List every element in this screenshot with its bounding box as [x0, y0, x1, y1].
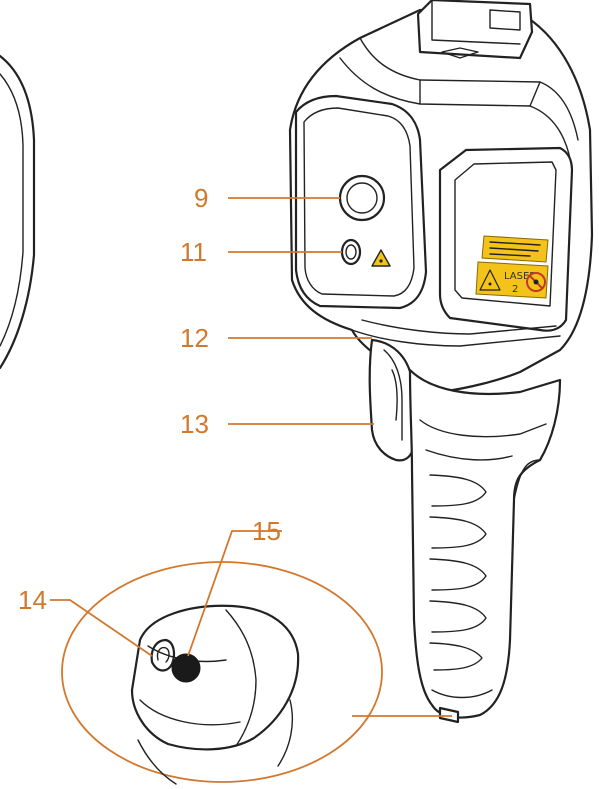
bottom-detail-inset: [61, 561, 452, 785]
callout-lines: [50, 197, 374, 657]
callout-line-15: [187, 530, 282, 657]
callout-label-15: 15: [252, 516, 281, 546]
lanyard-hole: [150, 638, 176, 672]
callout-label-13: 13: [180, 409, 209, 439]
camera-handle: [368, 338, 562, 724]
laser-sticker-class-text: 2: [512, 284, 518, 295]
callout-labels: 9 11 12 13 14 15: [18, 183, 281, 615]
laser-sticker-warning-icon: [479, 269, 501, 291]
camera-body: LASER 2: [288, 0, 594, 394]
callout-label-11: 11: [180, 237, 207, 267]
callout-line-14: [50, 599, 153, 657]
usb-port: [171, 653, 201, 683]
laser-sticker-laser-text: LASER: [504, 271, 536, 282]
left-device-edge: [0, 54, 36, 370]
laser-sticker: LASER 2: [475, 235, 549, 299]
laser-warning-icon: [371, 249, 391, 267]
no-stare-icon: [526, 272, 546, 292]
callout-label-14: 14: [18, 585, 47, 615]
callout-label-9: 9: [194, 183, 208, 213]
callout-label-12: 12: [180, 323, 209, 353]
